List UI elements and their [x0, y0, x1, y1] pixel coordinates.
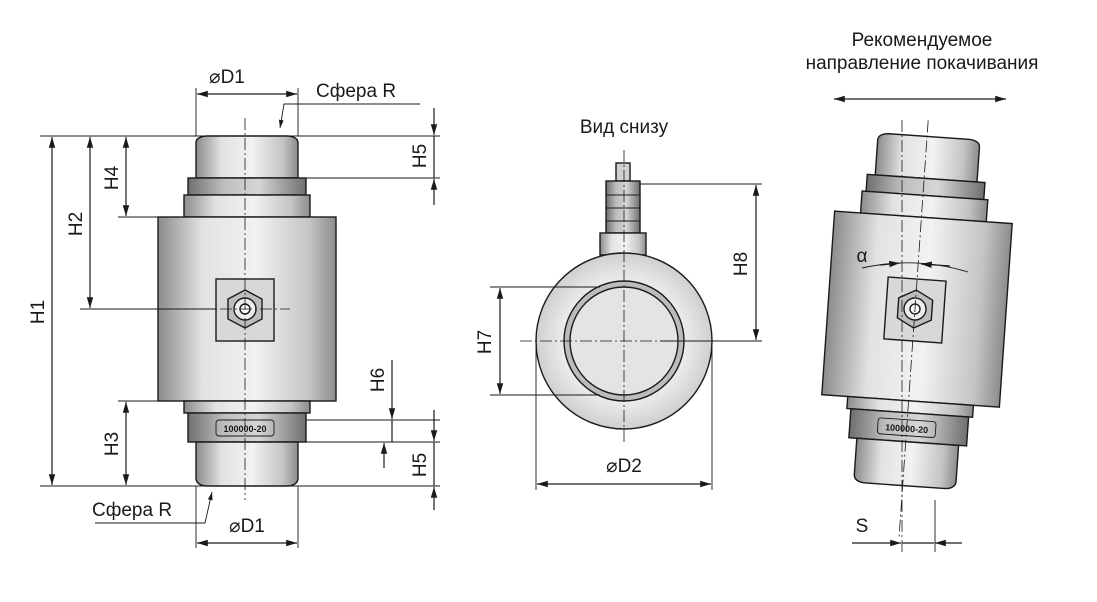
front-view: 100000-20	[28, 67, 440, 548]
tilted-view: Рекомендуемое направление покачивания 10…	[806, 30, 1039, 555]
connector-tip	[615, 162, 631, 182]
h3-label: H3	[102, 432, 123, 456]
bottom-cap	[195, 441, 299, 487]
bottom-flange	[183, 400, 311, 414]
connector-body	[605, 180, 641, 234]
h5-bottom-label: H5	[410, 453, 431, 477]
rocking-title-line2: направление покачивания	[806, 53, 1039, 74]
sphere-bottom-label: Сфера R	[92, 500, 172, 521]
connector-base	[599, 232, 647, 256]
tilted-cell: 100000-20	[821, 120, 1013, 540]
h6-label: H6	[368, 368, 389, 392]
bottom-view: Вид снизу H7 H8 ⌀D2	[475, 117, 762, 490]
top-collar	[187, 177, 307, 196]
bottom-view-title: Вид снизу	[580, 117, 669, 138]
d1-top-label: ⌀D1	[209, 67, 245, 88]
d1-bottom-label: ⌀D1	[229, 516, 265, 537]
rocking-title-line1: Рекомендуемое	[852, 30, 993, 51]
s-label: S	[856, 516, 869, 537]
top-cap	[195, 135, 299, 179]
h5-top-label: H5	[410, 144, 431, 168]
h4-label: H4	[102, 165, 123, 190]
h2-label: H2	[66, 212, 87, 236]
sphere-top-label: Сфера R	[316, 81, 396, 102]
tilted-axis	[898, 120, 929, 540]
alpha-label: α	[857, 246, 868, 267]
top-flange	[183, 194, 311, 218]
h1-label: H1	[28, 300, 49, 324]
h8-label: H8	[731, 252, 752, 276]
h7-label: H7	[475, 330, 496, 354]
d2-label: ⌀D2	[606, 456, 642, 477]
